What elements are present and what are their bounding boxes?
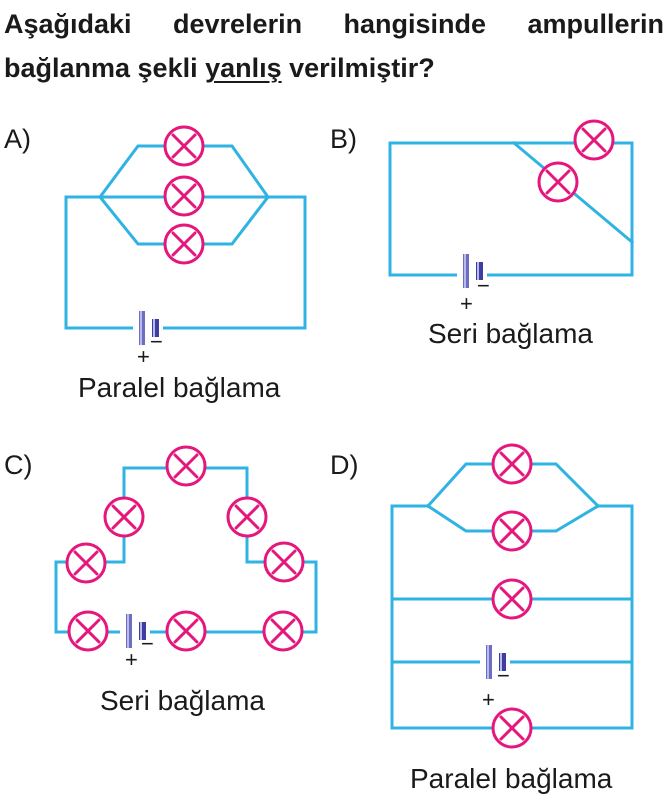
battery-c-plus-sign: + [125,647,138,672]
option-d-caption: Paralel bağlama [410,763,613,794]
circuit-c-bulb-upper-right [226,496,268,538]
circuit-d-bulb-top [491,443,533,485]
question-line-1: Aşağıdaki devrelerin hangisinde ampuller… [4,2,664,46]
question-text-part: bağlanma şekli [4,53,206,83]
circuit-a-bulb-top [163,125,205,167]
circuit-d-bulb-bottom [491,707,533,749]
circuit-c-battery [120,614,150,648]
question-word: Aşağıdaki [4,9,132,39]
question-text: Aşağıdaki devrelerin hangisinde ampuller… [4,2,664,90]
circuit-b-bulb-top [573,119,615,161]
battery-a-plus-sign: + [137,344,150,369]
battery-a-minus-sign: − [150,329,163,354]
option-b-caption: Seri bağlama [428,318,593,349]
circuit-b-outer-wire [388,141,634,277]
battery-c-minus-sign: − [141,631,154,656]
circuit-a-bulb-middle [163,175,205,217]
circuit-c-bulb-upper-left [103,496,145,538]
circuit-d-bulb-third [491,578,533,620]
option-a-caption: Paralel bağlama [78,372,281,403]
option-a-label[interactable]: A) [4,124,31,154]
question-line-2: bağlanma şekli yanlış verilmiştir? [4,46,664,90]
battery-d-minus-sign: − [497,663,510,688]
battery-d-plus-sign: + [482,687,495,712]
circuit-a-outer-wire [64,195,307,330]
question-word: devrelerin [173,9,303,39]
circuit-c-bulb-bottom-middle [165,610,207,652]
option-d-label[interactable]: D) [330,450,359,480]
circuit-a-battery [133,311,163,345]
question-word: hangisinde [343,9,487,39]
question-emphasis: yanlış [205,53,282,83]
circuit-d-bulb-second [491,510,533,552]
circuit-c-bulb-bottom-left [67,610,109,652]
circuit-c-bulb-mid-left [65,542,107,584]
option-c-label[interactable]: C) [4,450,33,480]
bulbs-layer [65,119,615,749]
circuit-b-bulb-middle [537,161,579,203]
option-c-caption: Seri bağlama [100,685,265,716]
question-word: ampullerin [527,9,664,39]
option-b-label[interactable]: B) [330,124,357,154]
battery-b-minus-sign: − [477,273,490,298]
circuit-c-bulb-mid-right [263,541,305,583]
circuit-b-battery [457,254,487,288]
question-text-part: verilmiştir? [281,53,435,83]
battery-b-plus-sign: + [460,291,473,316]
batteries-layer [120,254,510,679]
circuit-a-bulb-bottom [163,223,205,265]
circuit-c-bulb-bottom-right [262,610,304,652]
circuit-c-bulb-top [165,445,207,487]
circuit-d-battery [480,645,510,679]
